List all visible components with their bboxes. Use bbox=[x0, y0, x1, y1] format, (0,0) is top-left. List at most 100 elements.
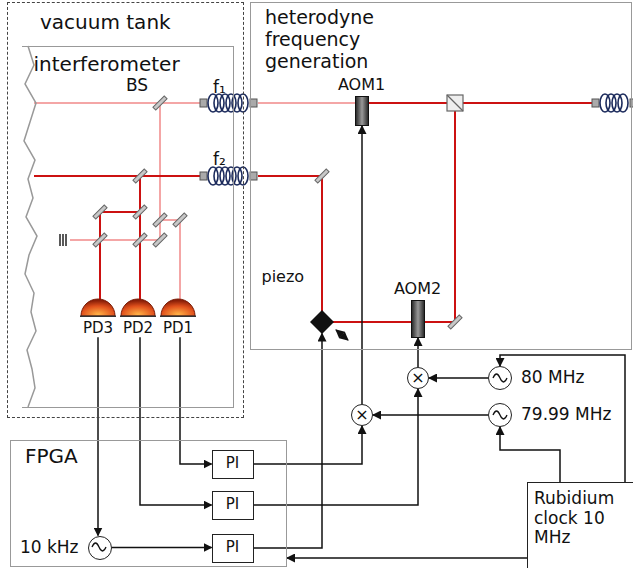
sine-symbol bbox=[488, 403, 512, 427]
mirror bbox=[448, 315, 462, 329]
node-label: PD3 bbox=[83, 320, 113, 337]
node-label: heterodyne frequency generation bbox=[265, 7, 395, 73]
sine-wave bbox=[92, 543, 106, 551]
frequency-label: f₂ bbox=[213, 150, 226, 170]
signal-wire bbox=[112, 547, 212, 549]
signal-wire bbox=[500, 427, 560, 482]
pi-controller: PI bbox=[212, 534, 254, 563]
fiber-coil bbox=[226, 94, 236, 112]
fiber-coil bbox=[618, 94, 628, 112]
laser-beam bbox=[34, 175, 205, 177]
clock-box: Rubidium clock 10 MHz bbox=[527, 482, 633, 568]
beam-cube bbox=[447, 95, 463, 111]
fiber-connector bbox=[200, 99, 207, 107]
laser-beam bbox=[362, 102, 598, 104]
mirror bbox=[173, 213, 187, 227]
photodiode-dome bbox=[161, 299, 195, 316]
signal-wire bbox=[500, 355, 625, 482]
mirror bbox=[93, 233, 107, 247]
photodiode-symbol bbox=[80, 297, 116, 317]
photodiode-symbol bbox=[160, 297, 196, 317]
mixer-symbol: × bbox=[351, 404, 373, 426]
beam-dump bbox=[59, 234, 61, 246]
node-label: vacuum tank bbox=[40, 11, 171, 34]
mirror bbox=[133, 233, 147, 247]
frequency-label: f₁ bbox=[213, 78, 226, 98]
sine-wave bbox=[493, 411, 507, 419]
node-label: FPGA bbox=[25, 445, 78, 468]
oscillator-symbol: 79.99 MHz bbox=[488, 403, 512, 427]
heterodyne-box: heterodyne frequency generationAOM1AOM2 p… bbox=[250, 2, 632, 350]
signal-wire bbox=[287, 557, 527, 559]
node-label: PI bbox=[226, 496, 239, 513]
signal-wire bbox=[254, 426, 363, 464]
laser-beam bbox=[258, 103, 455, 322]
piezo-diamond bbox=[310, 310, 334, 334]
photodiode-dome bbox=[81, 299, 115, 316]
mirror bbox=[153, 96, 167, 110]
fiber-connector bbox=[250, 172, 257, 180]
node-label: 10 kHz bbox=[20, 538, 79, 558]
fiber-coil bbox=[600, 94, 610, 112]
fiber-coil bbox=[220, 167, 230, 185]
photodiode-symbol bbox=[120, 297, 156, 317]
beam-dump bbox=[65, 234, 67, 246]
photodiode: PD1 bbox=[158, 297, 198, 337]
laser-beam bbox=[70, 239, 160, 241]
signal-wire bbox=[97, 337, 99, 535]
vacuum-tank-region: vacuum tank interferometerPD3 PD2 PD1 bbox=[7, 2, 244, 418]
signal-wire bbox=[373, 414, 488, 416]
beam-dump bbox=[62, 234, 64, 246]
signal-wire bbox=[417, 338, 419, 367]
laser-beam bbox=[34, 102, 205, 104]
aom-modulator: AOM1 bbox=[334, 76, 390, 126]
mirror bbox=[153, 213, 167, 227]
beam-cube bbox=[447, 95, 463, 111]
signal-wire bbox=[254, 389, 419, 505]
mirror bbox=[153, 233, 167, 247]
interferometer-box: interferometerPD3 PD2 PD1 bbox=[22, 46, 234, 408]
oscillator-symbol: 10 kHz bbox=[88, 536, 112, 560]
node-label: 80 MHz bbox=[521, 368, 584, 388]
fiber-connector bbox=[250, 99, 257, 107]
node-label: AOM1 bbox=[338, 76, 385, 94]
pi-controller: PI bbox=[212, 450, 254, 479]
node-label: interferometer bbox=[34, 53, 180, 76]
node-label: PI bbox=[226, 455, 239, 472]
node-label: AOM2 bbox=[394, 280, 441, 298]
mixer-symbol: × bbox=[407, 367, 429, 389]
signal-wire bbox=[361, 126, 363, 404]
fiber-coil bbox=[238, 167, 248, 185]
signal-wire bbox=[429, 377, 488, 379]
sine-symbol bbox=[87, 535, 111, 559]
laser-beam bbox=[179, 220, 181, 300]
beam-dump bbox=[60, 234, 66, 246]
fiber-connector bbox=[200, 172, 207, 180]
mirror bbox=[93, 205, 107, 219]
fiber-coil bbox=[214, 167, 224, 185]
fiber-coil bbox=[612, 94, 622, 112]
sine-wave bbox=[493, 374, 507, 382]
motion-arrow bbox=[336, 330, 348, 340]
piezo-mirror: piezo bbox=[262, 268, 334, 334]
laser-beam bbox=[100, 212, 140, 300]
node-label: × bbox=[355, 407, 368, 423]
photodiode: PD2 bbox=[118, 297, 158, 337]
mirror bbox=[93, 96, 462, 329]
photodiode-dome bbox=[121, 299, 155, 316]
node-label: PI bbox=[226, 539, 239, 556]
fiber-coil bbox=[606, 94, 616, 112]
aom-crystal bbox=[411, 300, 425, 338]
node-label: 79.99 MHz bbox=[521, 405, 611, 425]
laser-beam bbox=[34, 103, 598, 322]
photodiode: PD3 bbox=[78, 297, 118, 337]
aom-crystal bbox=[411, 300, 424, 337]
fiber-coil bbox=[232, 167, 242, 185]
node-label: Rubidium clock 10 MHz bbox=[534, 489, 633, 548]
node-label: PD2 bbox=[123, 320, 153, 337]
fiber-connector bbox=[592, 99, 599, 107]
signal-wire bbox=[180, 337, 212, 464]
aom-modulator: AOM2 bbox=[390, 280, 446, 338]
piezo-symbol bbox=[310, 310, 350, 350]
